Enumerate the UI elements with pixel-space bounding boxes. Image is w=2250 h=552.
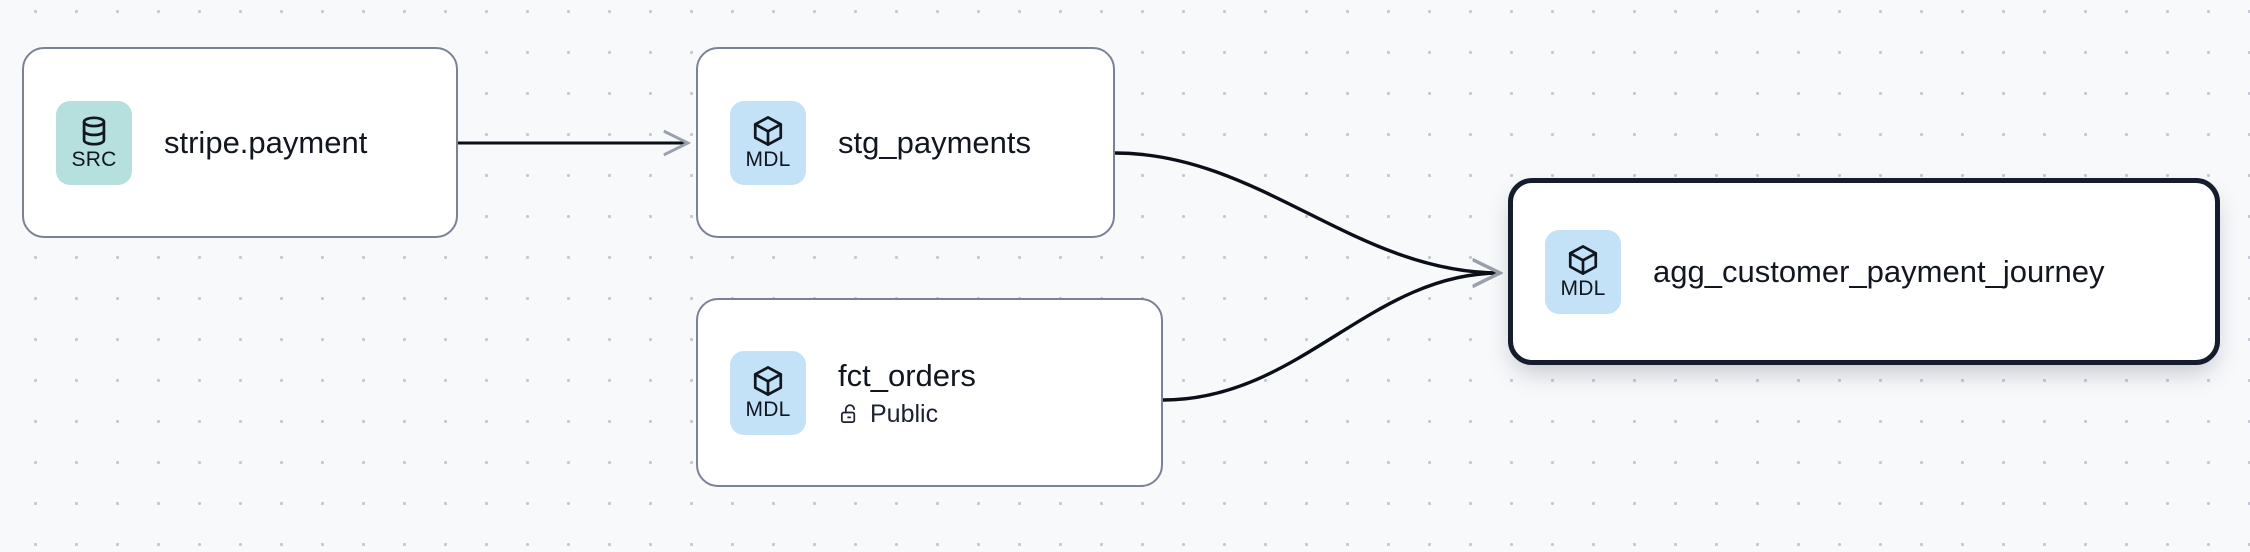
node-body: agg_customer_payment_journey — [1653, 254, 2105, 290]
edge-fct-to-agg — [1162, 273, 1500, 402]
cube-icon — [1566, 243, 1600, 277]
node-title: fct_orders — [838, 357, 976, 393]
node-stripe-payment[interactable]: SRC stripe.payment — [22, 47, 458, 238]
node-type-badge-src: SRC — [56, 100, 132, 185]
cube-icon — [751, 114, 785, 148]
node-visibility: Public — [838, 400, 976, 428]
badge-label: MDL — [1560, 277, 1606, 300]
node-type-badge-mdl: MDL — [730, 350, 806, 435]
node-fct-orders[interactable]: MDL fct_orders Public — [696, 298, 1163, 487]
node-title: stg_payments — [838, 124, 1031, 160]
unlock-icon — [838, 402, 861, 425]
node-body: fct_orders Public — [838, 358, 976, 428]
node-agg-customer-payment-journey[interactable]: MDL agg_customer_payment_journey — [1508, 178, 2220, 365]
badge-label: MDL — [745, 148, 791, 171]
node-body: stg_payments — [838, 125, 1031, 161]
cube-icon — [751, 364, 785, 398]
node-body: stripe.payment — [164, 125, 367, 161]
badge-label: SRC — [71, 148, 117, 171]
badge-label: MDL — [745, 398, 791, 421]
node-stg-payments[interactable]: MDL stg_payments — [696, 47, 1115, 238]
node-title: stripe.payment — [164, 124, 368, 160]
node-type-badge-mdl: MDL — [730, 100, 806, 185]
edge-stg-to-agg — [1114, 151, 1500, 273]
node-title: agg_customer_payment_journey — [1653, 253, 2105, 289]
visibility-label: Public — [870, 399, 939, 428]
database-icon — [77, 114, 111, 148]
node-type-badge-mdl: MDL — [1545, 229, 1621, 314]
